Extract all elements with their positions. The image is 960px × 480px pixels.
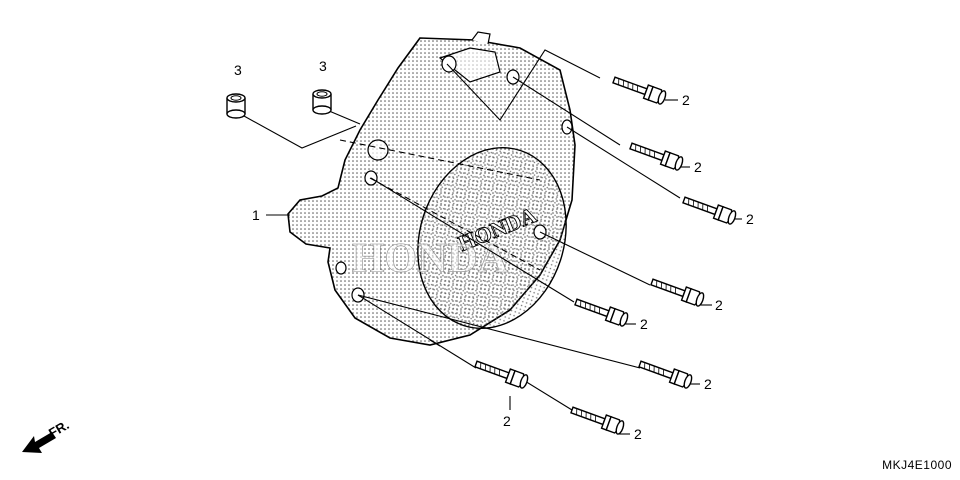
- flange-bolt-7: [472, 356, 530, 390]
- callout-bolt-8: 2: [634, 426, 642, 442]
- flange-bolt-2: [627, 138, 685, 172]
- svg-text:HONDA: HONDA: [352, 236, 509, 282]
- flange-bolt-4: [648, 274, 706, 308]
- callout-dowel-1: 3: [234, 62, 242, 78]
- dowel-pin-right: [312, 89, 332, 115]
- generator-cover: [287, 31, 576, 347]
- callout-cover: 1: [252, 207, 260, 223]
- callout-bolt-3: 2: [746, 211, 754, 227]
- callout-bolt-7: 2: [503, 413, 511, 429]
- callout-bolt-5: 2: [640, 316, 648, 332]
- callout-bolt-4: 2: [715, 297, 723, 313]
- callout-bolt-6: 2: [704, 376, 712, 392]
- flange-bolt-8: [568, 402, 626, 436]
- leader-lines: [243, 49, 742, 435]
- front-direction-arrow-icon: FR.: [22, 417, 72, 453]
- flange-bolt-6: [636, 356, 694, 390]
- flange-bolt-5: [572, 294, 630, 328]
- diagram-part-code: MKJ4E1000: [882, 458, 952, 472]
- dowel-pin-left: [226, 93, 246, 119]
- flange-bolt-3: [680, 192, 738, 226]
- callout-bolt-2: 2: [694, 159, 702, 175]
- callout-bolt-1: 2: [682, 92, 690, 108]
- flange-bolt-1: [610, 72, 668, 106]
- callout-dowel-2: 3: [319, 58, 327, 74]
